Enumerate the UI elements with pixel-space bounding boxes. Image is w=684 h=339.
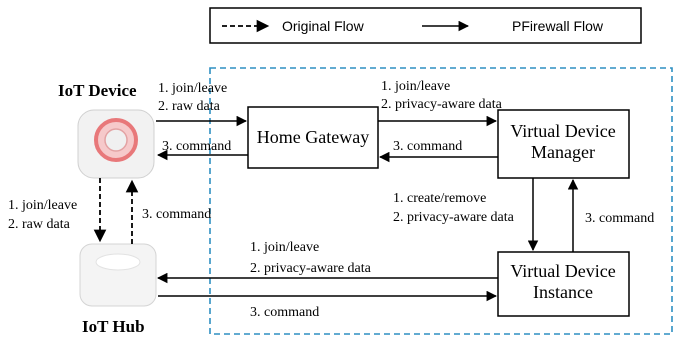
virtual-device-manager-box bbox=[497, 109, 630, 179]
label-instance-to-hub-1: 1. join/leave bbox=[250, 240, 319, 255]
label-device-to-gateway-1: 1. join/leave bbox=[158, 81, 227, 96]
iot-hub-icon bbox=[79, 243, 157, 307]
label-hub-to-instance: 3. command bbox=[250, 305, 319, 320]
virtual-device-manager-label-line1: Virtual Device bbox=[510, 121, 615, 141]
pfirewall-boundary bbox=[209, 67, 673, 335]
iot-hub-label: IoT Hub bbox=[82, 317, 145, 336]
label-gateway-to-manager-1: 1. join/leave bbox=[381, 79, 450, 94]
label-instance-to-manager: 3. command bbox=[585, 211, 654, 226]
label-gateway-to-device: 3. command bbox=[162, 139, 231, 154]
label-hub-to-device: 3. command bbox=[142, 207, 211, 222]
label-device-to-gateway-2: 2. raw data bbox=[158, 99, 221, 114]
virtual-device-instance-label-line2: Instance bbox=[533, 282, 593, 302]
virtual-device-manager-label-line2: Manager bbox=[531, 142, 595, 162]
iot-device-icon bbox=[77, 109, 155, 179]
label-gateway-to-manager-2: 2. privacy-aware data bbox=[381, 97, 503, 112]
virtual-device-instance-label-line1: Virtual Device bbox=[510, 261, 615, 281]
legend-pfirewall-flow: PFirewall Flow bbox=[512, 18, 604, 34]
home-gateway-label: Home Gateway bbox=[257, 127, 369, 147]
label-manager-to-instance-1: 1. create/remove bbox=[393, 191, 486, 206]
label-instance-to-hub-2: 2. privacy-aware data bbox=[250, 261, 372, 276]
virtual-device-instance-box bbox=[497, 251, 630, 317]
legend: Original Flow PFirewall Flow bbox=[209, 7, 642, 44]
iot-device-label: IoT Device bbox=[58, 81, 137, 100]
label-device-to-hub-1: 1. join/leave bbox=[8, 198, 77, 213]
legend-original-flow: Original Flow bbox=[282, 18, 365, 34]
label-manager-to-instance-2: 2. privacy-aware data bbox=[393, 210, 515, 225]
label-manager-to-gateway: 3. command bbox=[393, 139, 462, 154]
home-gateway-box bbox=[247, 106, 379, 169]
label-device-to-hub-2: 2. raw data bbox=[8, 217, 71, 232]
